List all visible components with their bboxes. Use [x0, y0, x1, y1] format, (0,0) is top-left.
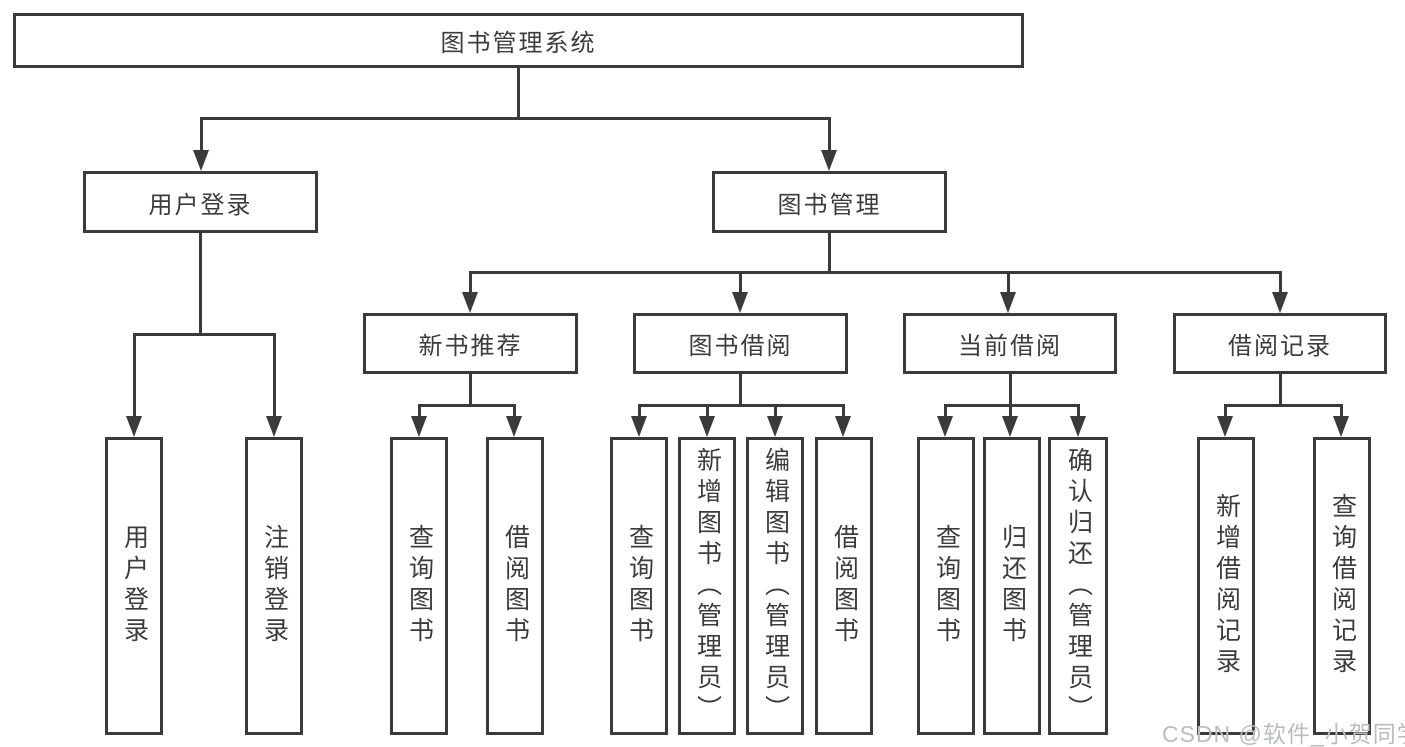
- connector-leaf-stem: [706, 404, 709, 418]
- node-label: 编辑图书（管理员）: [761, 446, 790, 726]
- connector-borrowing-down: [739, 374, 742, 407]
- arrow-down-icon: [1070, 416, 1086, 437]
- node-label: 归还图书: [998, 524, 1027, 648]
- arrow-down-icon: [193, 150, 209, 171]
- connector-user-login-stem: [200, 117, 203, 152]
- connector-leaf-stem: [774, 404, 777, 418]
- arrow-down-icon: [732, 292, 748, 313]
- arrow-down-icon: [1000, 292, 1016, 313]
- arrow-down-icon: [631, 416, 647, 437]
- leaf-add-book-admin: 新增图书（管理员）: [678, 437, 736, 735]
- node-label: 新书推荐: [418, 333, 523, 360]
- arrow-down-icon: [1002, 416, 1018, 437]
- node-current-borrowing: 当前借阅: [903, 313, 1117, 374]
- leaf-query-books-current: 查询图书: [917, 437, 975, 735]
- connector-level3-stem: [1279, 271, 1282, 295]
- connector-leaf-stem: [1077, 404, 1080, 418]
- node-user-login: 用户登录: [83, 171, 318, 233]
- leaf-user-login: 用户登录: [105, 437, 163, 735]
- connector-book-management-down: [828, 233, 831, 274]
- connector-borrowing-bar: [638, 404, 845, 407]
- node-label: 借阅图书: [501, 524, 530, 648]
- connector-leaf-stem: [1009, 404, 1012, 418]
- csdn-watermark: CSDN @软件_小贺同学: [1162, 721, 1405, 747]
- leaf-logout: 注销登录: [245, 437, 303, 735]
- node-label: 新增图书（管理员）: [693, 446, 722, 726]
- connector-leaf-stem: [513, 404, 516, 418]
- arrow-down-icon: [699, 416, 715, 437]
- connector-book-management-stem: [828, 117, 831, 152]
- arrow-down-icon: [1272, 292, 1288, 313]
- node-library-management-system: 图书管理系统: [13, 13, 1024, 68]
- connector-level3-stem: [1007, 271, 1010, 295]
- leaf-query-books-recommendation: 查询图书: [390, 437, 448, 735]
- arrow-down-icon: [1217, 416, 1233, 437]
- connector-leaf-stem: [273, 333, 276, 417]
- connector-leaf-stem: [842, 404, 845, 418]
- node-label: 图书管理系统: [440, 30, 597, 57]
- arrow-down-icon: [937, 416, 953, 437]
- node-label: 查询借阅记录: [1328, 493, 1357, 679]
- connector-level3-bar: [469, 271, 1282, 274]
- node-label: 确认归还（管理员）: [1064, 446, 1093, 726]
- arrow-down-icon: [126, 416, 142, 437]
- node-label: 注销登录: [260, 524, 289, 648]
- arrow-down-icon: [821, 150, 837, 171]
- leaf-add-borrow-record: 新增借阅记录: [1197, 437, 1255, 735]
- leaf-return-book: 归还图书: [983, 437, 1041, 735]
- connector-level3-stem: [469, 271, 472, 295]
- connector-leaf-stem: [133, 333, 136, 417]
- connector-recommendation-down: [469, 374, 472, 407]
- leaf-borrow-books-recommendation: 借阅图书: [486, 437, 544, 735]
- connector-level3-stem: [739, 271, 742, 295]
- leaf-query-books-borrowing: 查询图书: [610, 437, 668, 735]
- connector-recommendation-bar: [418, 404, 516, 407]
- leaf-query-borrow-record: 查询借阅记录: [1313, 437, 1371, 735]
- connector-leaf-stem: [638, 404, 641, 418]
- node-label: 图书借阅: [688, 333, 793, 360]
- node-label: 图书管理: [777, 191, 882, 219]
- connector-current-down: [1009, 374, 1012, 407]
- node-label: 借阅图书: [830, 524, 859, 648]
- connector-current-bar: [944, 404, 1080, 407]
- node-book-management: 图书管理: [712, 171, 947, 233]
- node-label: 查询图书: [625, 524, 654, 648]
- node-label: 借阅记录: [1228, 333, 1332, 360]
- node-label: 查询图书: [932, 524, 961, 648]
- connector-leaf-stem: [1340, 404, 1343, 418]
- node-label: 新增借阅记录: [1212, 493, 1241, 679]
- connector-root-stem: [517, 68, 520, 119]
- connector-user-login-bar: [133, 333, 276, 336]
- arrow-down-icon: [266, 416, 282, 437]
- arrow-down-icon: [835, 416, 851, 437]
- connector-leaf-stem: [418, 404, 421, 418]
- arrow-down-icon: [462, 292, 478, 313]
- arrow-down-icon: [411, 416, 427, 437]
- node-label: 查询图书: [405, 524, 434, 648]
- connector-records-down: [1279, 374, 1282, 407]
- node-label: 用户登录: [120, 524, 149, 648]
- node-new-book-recommendation: 新书推荐: [363, 313, 578, 374]
- arrow-down-icon: [767, 416, 783, 437]
- connector-leaf-stem: [1224, 404, 1227, 418]
- node-label: 当前借阅: [958, 333, 1062, 360]
- leaf-borrow-books-borrowing: 借阅图书: [815, 437, 873, 735]
- leaf-edit-book-admin: 编辑图书（管理员）: [746, 437, 804, 735]
- arrow-down-icon: [1333, 416, 1349, 437]
- connector-leaf-stem: [944, 404, 947, 418]
- arrow-down-icon: [506, 416, 522, 437]
- connector-root-bar: [200, 117, 830, 120]
- node-book-borrowing: 图书借阅: [633, 313, 848, 374]
- node-label: 用户登录: [148, 191, 253, 219]
- node-borrowing-records: 借阅记录: [1173, 313, 1387, 374]
- connector-records-bar: [1224, 404, 1343, 407]
- connector-user-login-down: [199, 233, 202, 336]
- leaf-confirm-return-admin: 确认归还（管理员）: [1048, 437, 1108, 735]
